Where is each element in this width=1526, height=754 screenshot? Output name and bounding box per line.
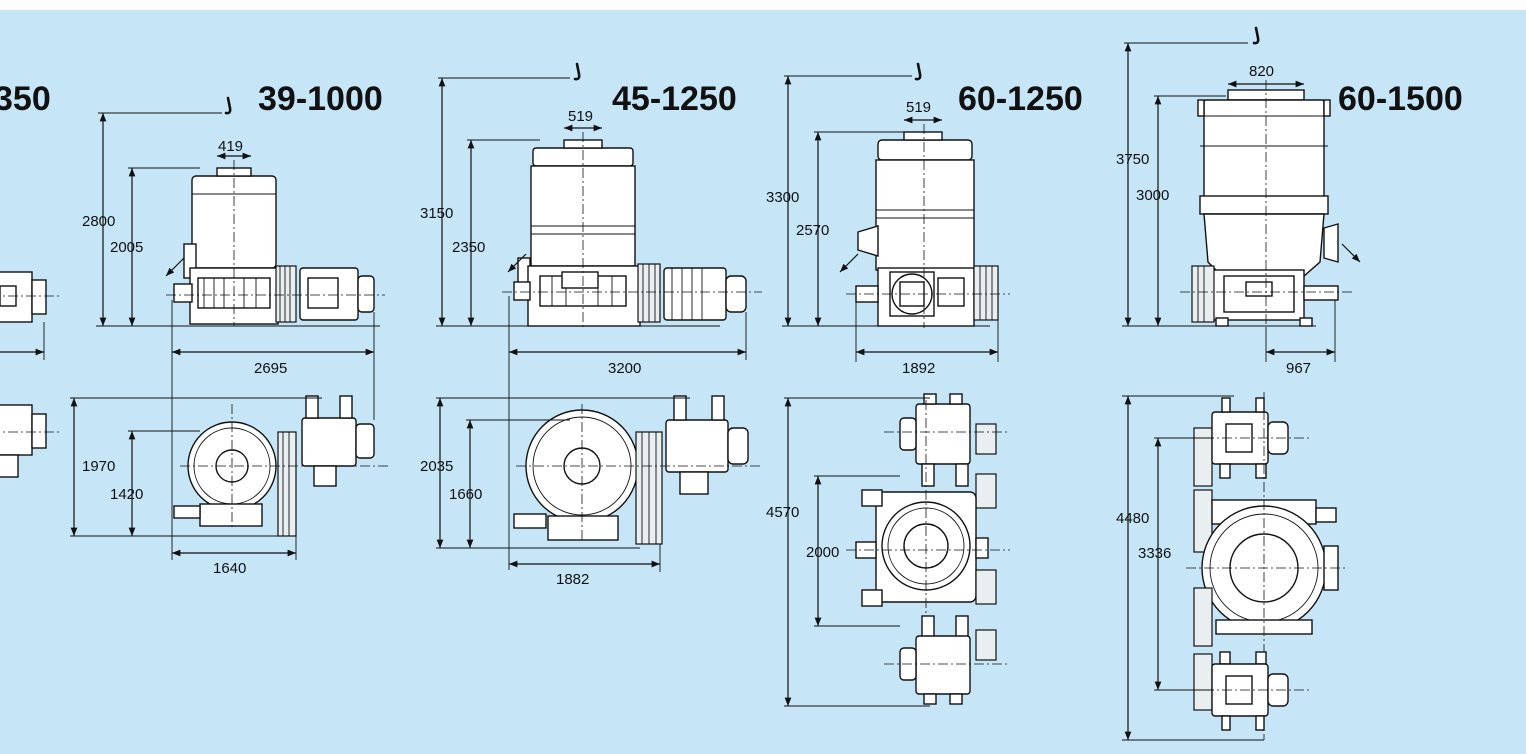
dim-top-width: 519 [906, 99, 931, 116]
dim-body-height: 3000 [1136, 187, 1169, 204]
lifting-hook-icon [224, 96, 232, 115]
dim-inner-depth: 2000 [806, 544, 839, 561]
dim-inner-depth: 1660 [449, 486, 482, 503]
side-view: 3750 3000 820 967 [1116, 42, 1361, 377]
dim-top-width: 519 [568, 108, 593, 125]
dim-body-height: 2350 [452, 239, 485, 256]
dim-total-height: 3300 [766, 189, 799, 206]
drawing-stage: 350 39-1000 [0, 10, 1526, 754]
side-view: 3300 2570 519 1892 [766, 75, 1010, 377]
outlet-arrow-icon [507, 253, 527, 273]
plan-view: 4480 3336 [1116, 392, 1346, 741]
lifting-hook-icon [914, 62, 922, 81]
dim-body-height: 2570 [796, 222, 829, 239]
plan-view: 4570 2000 [766, 393, 1010, 707]
model-45-1250: 45-1250 [420, 62, 762, 588]
dim-depth: 1970 [82, 458, 115, 475]
model-partial: 350 [0, 80, 62, 478]
dim-depth: 2035 [420, 458, 453, 475]
model-39-1000: 39-1000 [70, 80, 390, 577]
dim-total-height: 3750 [1116, 151, 1149, 168]
plan-view: 1970 1420 1640 [70, 395, 390, 577]
partial-side-view [0, 271, 62, 360]
lifting-hook-icon [573, 62, 581, 81]
dim-total-height: 3150 [420, 205, 453, 222]
dim-inner-depth: 1420 [110, 486, 143, 503]
dim-length: 3200 [608, 360, 641, 377]
dim-width: 1882 [556, 571, 589, 588]
dim-top-width: 419 [218, 138, 243, 155]
model-title: 39-1000 [258, 80, 383, 118]
dim-body-height: 2005 [110, 239, 143, 256]
dim-depth: 4570 [766, 504, 799, 521]
dimension-drawings: 350 39-1000 [0, 26, 1463, 741]
model-60-1500: 60-1500 3750 [1116, 26, 1463, 741]
dim-length: 2695 [254, 360, 287, 377]
outlet-arrow-icon [839, 253, 859, 273]
dim-length: 967 [1286, 360, 1311, 377]
lifting-hook-icon [1252, 26, 1260, 45]
outlet-arrow-icon [1341, 243, 1361, 263]
dim-depth: 4480 [1116, 510, 1149, 527]
model-title: 60-1250 [958, 80, 1083, 118]
model-title: 350 [0, 80, 51, 118]
dim-inner-depth: 3336 [1138, 545, 1171, 562]
plan-view: 2035 1660 1882 [420, 395, 760, 588]
outlet-arrow-icon [165, 257, 185, 277]
dim-length: 1892 [902, 360, 935, 377]
side-view: 3150 2350 519 3200 [420, 77, 762, 570]
side-view: 2800 2005 419 2695 [82, 112, 385, 560]
partial-plan-view [0, 404, 62, 478]
dim-total-height: 2800 [82, 213, 115, 230]
model-60-1250: 60-1250 3300 [766, 62, 1083, 707]
dim-top-width: 820 [1249, 63, 1274, 80]
dim-width: 1640 [213, 560, 246, 577]
model-title: 60-1500 [1338, 80, 1463, 118]
model-title: 45-1250 [612, 80, 737, 118]
